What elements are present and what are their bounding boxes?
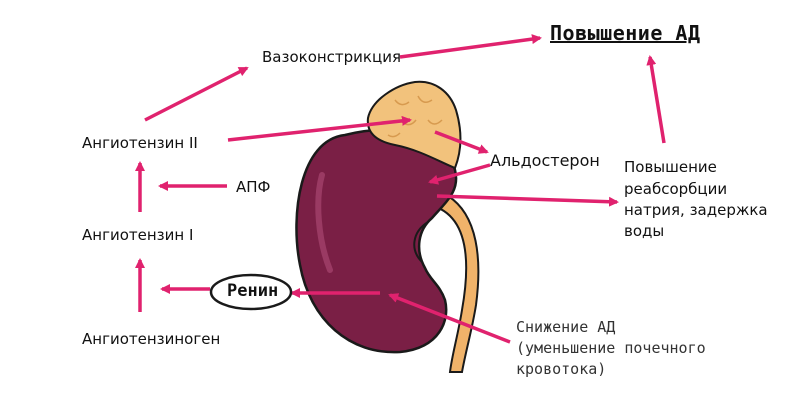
label-aldosterone: Альдостерон: [490, 151, 600, 170]
label-bp-increase: Повышение АД: [550, 21, 701, 45]
label-reabsorption-line3: натрия, задержка: [624, 201, 768, 219]
label-angiotensin-1: Ангиотензин I: [82, 226, 194, 244]
kidney-hilum-line: [413, 221, 429, 263]
label-reabsorption-line2: реабсорбции: [624, 180, 728, 198]
arrow-reabsorption-to-bp-increase: [646, 55, 666, 144]
label-reabsorption-line4: воды: [624, 222, 665, 240]
label-renin: Ренин: [227, 281, 279, 301]
label-angiotensin-2: Ангиотензин II: [82, 134, 198, 152]
arrow-vasoconstriction-to-bp-increase: [399, 34, 542, 59]
arrow-aldosterone-to-kidney: [428, 163, 491, 185]
label-angiotensinogen: Ангиотензиноген: [82, 330, 221, 348]
label-bp-decrease-line1: Снижение АД: [516, 318, 616, 336]
arrow-angiotensin-2-to-adrenal: [227, 115, 412, 142]
label-ace: АПФ: [236, 178, 271, 196]
kidney: [295, 128, 458, 354]
arrow-bp-decrease-to-kidney: [388, 293, 511, 344]
arrow-adrenal-to-aldosterone: [434, 130, 489, 154]
arrow-kidney-to-reabsorption: [436, 194, 619, 207]
label-bp-decrease-line3: кровотока): [516, 360, 607, 378]
kidney-highlight: [315, 172, 333, 273]
label-reabsorption-line1: Повышение: [624, 158, 717, 176]
label-bp-decrease-line2: (уменьшение почечного: [516, 339, 706, 357]
adrenal-gland: [366, 80, 462, 170]
renin-ellipse: [209, 273, 293, 311]
label-vasoconstriction: Вазоконстрикция: [262, 48, 401, 66]
arrow-angiotensin-2-to-vasoconstriction: [144, 66, 249, 122]
ureter: [427, 194, 480, 373]
